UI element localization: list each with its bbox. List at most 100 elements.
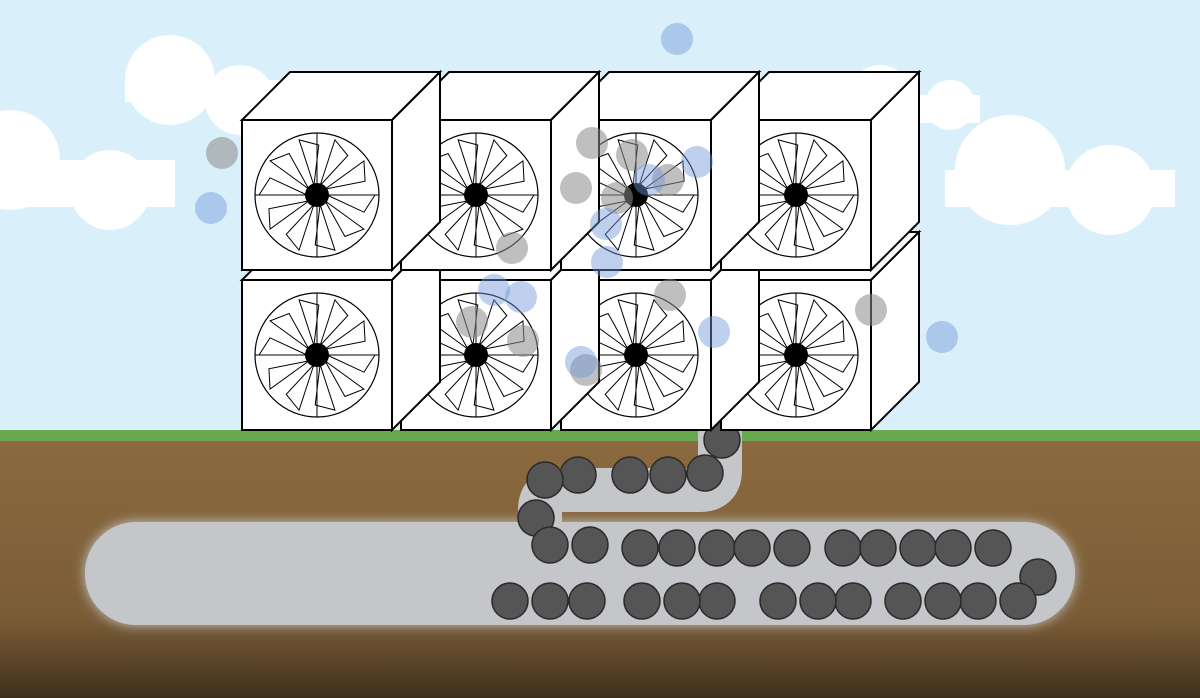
air-particle-gray bbox=[560, 172, 592, 204]
captured-particles bbox=[491, 421, 1057, 620]
air-particle-gray bbox=[206, 137, 238, 169]
air-particle-gray bbox=[855, 294, 887, 326]
fan-blade bbox=[803, 360, 844, 398]
fan-hub bbox=[464, 183, 488, 207]
air-particle-blue bbox=[195, 192, 227, 224]
fan-blade bbox=[324, 319, 366, 350]
air-particle-gray bbox=[652, 164, 684, 196]
fan-blade bbox=[803, 159, 845, 190]
fan-blade bbox=[473, 364, 495, 411]
captured-co2-particle bbox=[531, 526, 569, 564]
fan-blade bbox=[483, 360, 524, 398]
air-particle-blue bbox=[698, 316, 730, 348]
fan bbox=[254, 292, 380, 418]
captured-co2-particle bbox=[859, 529, 897, 567]
fan-blade bbox=[478, 138, 508, 186]
captured-co2-particle bbox=[924, 582, 962, 620]
fan-blade bbox=[444, 364, 474, 412]
fan-blade bbox=[485, 354, 535, 373]
captured-co2-particle bbox=[698, 529, 736, 567]
captured-co2-particle bbox=[611, 456, 649, 494]
captured-co2-particle bbox=[559, 456, 597, 494]
air-particles bbox=[195, 23, 958, 386]
fan bbox=[254, 132, 380, 258]
air-particle-blue bbox=[681, 146, 713, 178]
captured-co2-particle bbox=[698, 582, 736, 620]
fan-blade bbox=[617, 299, 639, 346]
fan-blade bbox=[269, 312, 310, 350]
air-particle-gray bbox=[576, 127, 608, 159]
air-particle-blue bbox=[926, 321, 958, 353]
fan-blade bbox=[258, 177, 308, 196]
fan-blade bbox=[777, 299, 799, 346]
fan-hub bbox=[305, 183, 329, 207]
fan-blade bbox=[269, 152, 310, 190]
captured-co2-particle bbox=[623, 582, 661, 620]
captured-co2-particle bbox=[531, 582, 569, 620]
fan-blade bbox=[643, 200, 684, 238]
air-particle-gray bbox=[456, 306, 488, 338]
cloud bbox=[0, 110, 175, 230]
fan-blade bbox=[638, 138, 668, 186]
air-particle-blue bbox=[661, 23, 693, 55]
fan-blade bbox=[324, 159, 366, 190]
fan-blade bbox=[444, 204, 474, 252]
air-particle-blue bbox=[505, 281, 537, 313]
fan-hub bbox=[784, 343, 808, 367]
grass bbox=[0, 430, 1200, 441]
captured-co2-particle bbox=[773, 529, 811, 567]
captured-co2-particle bbox=[733, 529, 771, 567]
fan-blade bbox=[326, 354, 376, 373]
fan-blade bbox=[298, 139, 320, 186]
captured-co2-particle bbox=[649, 456, 687, 494]
fan-blade bbox=[483, 159, 525, 190]
fan-blade bbox=[777, 139, 799, 186]
fan-blade bbox=[798, 138, 828, 186]
fan-blade bbox=[485, 194, 535, 213]
fan-blade bbox=[643, 360, 684, 398]
captured-co2-particle bbox=[571, 526, 609, 564]
fan-blade bbox=[298, 299, 320, 346]
air-particle-gray bbox=[601, 182, 633, 214]
air-particle-gray bbox=[496, 232, 528, 264]
captured-co2-particle bbox=[824, 529, 862, 567]
fan-blade bbox=[633, 204, 655, 251]
fan-hub bbox=[784, 183, 808, 207]
fan-blade bbox=[285, 204, 315, 252]
fan-blade bbox=[604, 204, 634, 252]
air-particle-blue bbox=[478, 274, 510, 306]
fan-blade bbox=[268, 200, 310, 231]
captured-co2-particle bbox=[686, 454, 724, 492]
fan-blade bbox=[805, 194, 855, 213]
fan-blade bbox=[764, 364, 794, 412]
fan-blade bbox=[314, 364, 336, 411]
captured-co2-particle bbox=[884, 582, 922, 620]
captured-co2-particle bbox=[799, 582, 837, 620]
fan-blade bbox=[285, 364, 315, 412]
air-particle-gray bbox=[570, 354, 602, 386]
fan-blade bbox=[643, 319, 685, 350]
captured-co2-particle bbox=[999, 582, 1037, 620]
air-particle-blue bbox=[633, 164, 665, 196]
captured-co2-particle bbox=[759, 582, 797, 620]
captured-co2-particle bbox=[899, 529, 937, 567]
captured-co2-particle bbox=[658, 529, 696, 567]
air-particle-blue bbox=[591, 246, 623, 278]
fan-blade bbox=[314, 204, 336, 251]
fan-blade bbox=[457, 139, 479, 186]
fan-blade bbox=[268, 360, 310, 391]
fan-blade bbox=[803, 319, 845, 350]
captured-co2-particle bbox=[934, 529, 972, 567]
fan-blade bbox=[324, 200, 365, 238]
air-particle-gray bbox=[654, 279, 686, 311]
fan-hub bbox=[624, 343, 648, 367]
fan-blade bbox=[793, 364, 815, 411]
fan-unit bbox=[239, 69, 443, 273]
cloud bbox=[945, 115, 1175, 235]
fan-blade bbox=[645, 354, 695, 373]
fan-blade bbox=[764, 204, 794, 252]
air-particle-gray bbox=[616, 139, 648, 171]
captured-co2-particle bbox=[663, 582, 701, 620]
fan-hub bbox=[464, 343, 488, 367]
